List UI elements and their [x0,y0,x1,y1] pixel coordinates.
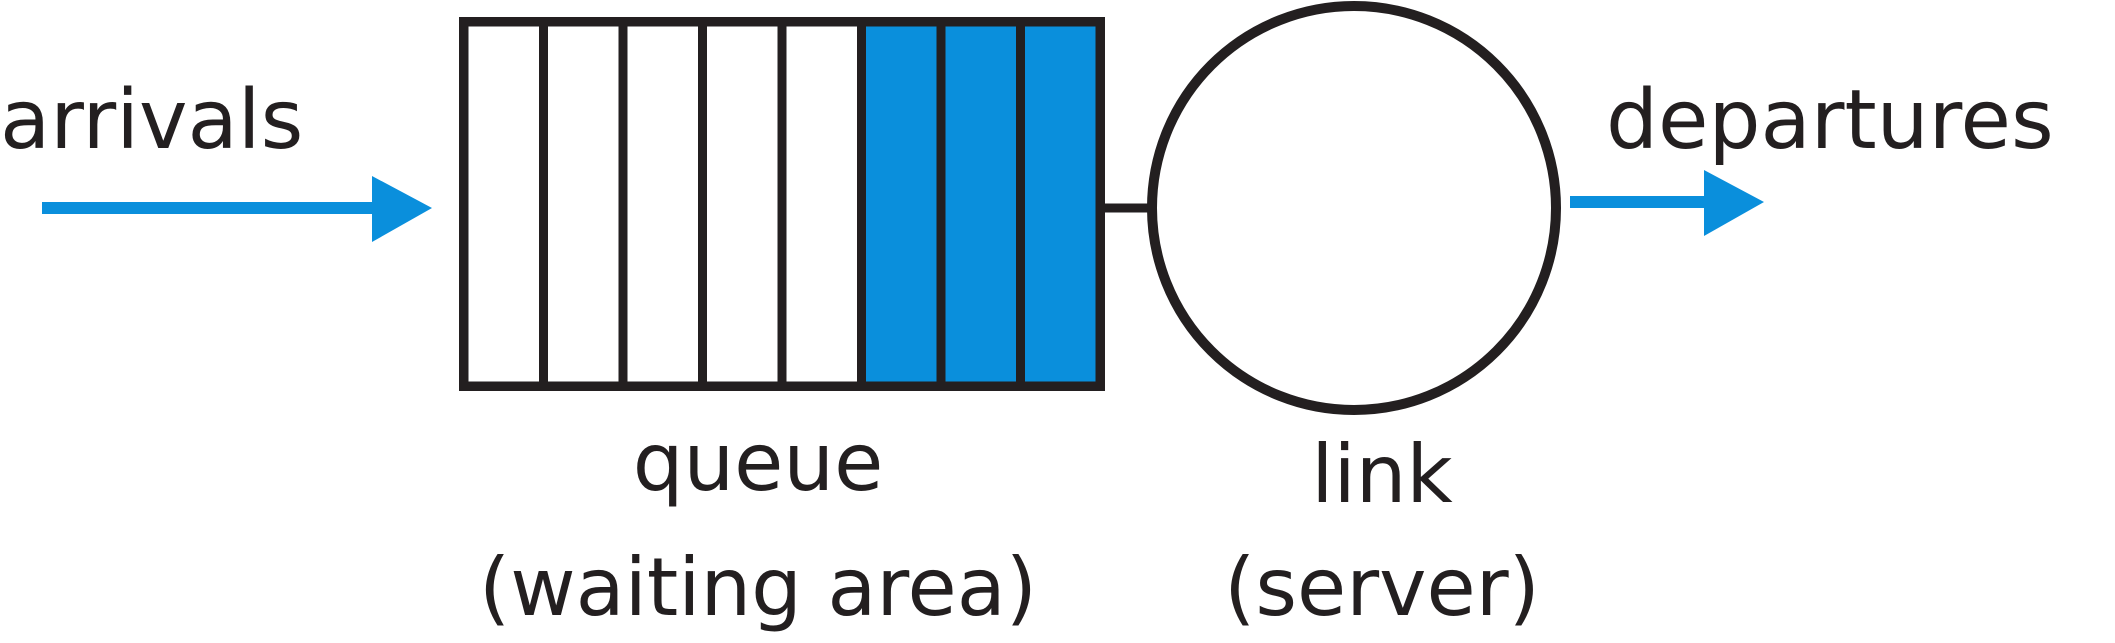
queue-label: queue [633,416,884,509]
departures-arrow-head [1704,170,1764,236]
departures-arrow [1570,170,1764,236]
queue-slot-empty [698,17,787,391]
queue-slot-filled [857,17,946,391]
arrivals-label: arrivals [0,73,303,168]
arrivals-arrow [42,176,432,242]
arrivals-arrow-shaft [42,202,382,214]
link-subtitle: (server) [1224,541,1540,634]
departures-arrow-shaft [1570,196,1710,208]
queue-buffer [459,17,1105,391]
queue-slot-empty [539,17,628,391]
queue-slots [459,17,1105,391]
link-label: link [1311,428,1453,521]
arrivals-arrow-head [372,176,432,242]
queue-slot-filled [1016,17,1105,391]
queue-slot-filled [936,17,1025,391]
queue-subtitle: (waiting area) [479,541,1037,634]
queue-slot-empty [777,17,866,391]
link-server-circle [1147,1,1561,415]
queue-slot-empty [459,17,548,391]
departures-label: departures [1606,73,2054,168]
queue-slot-empty [618,17,707,391]
